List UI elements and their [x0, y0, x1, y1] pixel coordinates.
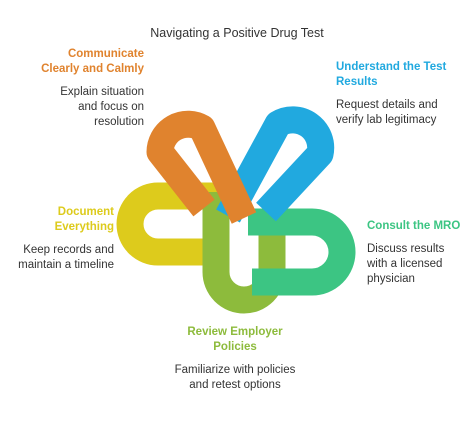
step-consult-mro: Consult the MRO Discuss results with a l…	[367, 219, 467, 287]
step-document: Document Everything Keep records and mai…	[18, 205, 114, 273]
step-review-policies-description: Familiarize with policies and retest opt…	[174, 364, 296, 391]
step-understand: Understand the Test Results Request deta…	[336, 60, 456, 128]
loop-understand-results	[216, 106, 335, 223]
step-consult-mro-description: Discuss results with a licensed physicia…	[367, 243, 445, 285]
diagram-title: Navigating a Positive Drug Test	[150, 26, 324, 40]
step-understand-heading: Understand the Test Results	[336, 61, 447, 88]
step-review-policies-heading: Review Employer Policies	[187, 326, 283, 353]
loop-communicate	[146, 110, 257, 224]
step-communicate-heading: Communicate Clearly and Calmly	[41, 48, 144, 75]
step-understand-description: Request details and verify lab legitimac…	[336, 99, 438, 126]
step-document-description: Keep records and maintain a timeline	[18, 244, 114, 271]
step-communicate-description: Explain situation and focus on resolutio…	[60, 86, 144, 128]
step-document-heading: Document Everything	[54, 206, 114, 233]
loop-document-everything	[116, 182, 238, 266]
loop-consult-mro	[248, 208, 356, 296]
step-review-policies: Review Employer Policies Familiarize wit…	[172, 325, 298, 393]
step-communicate: Communicate Clearly and Calmly Explain s…	[40, 47, 144, 130]
step-consult-mro-heading: Consult the MRO	[367, 220, 461, 232]
